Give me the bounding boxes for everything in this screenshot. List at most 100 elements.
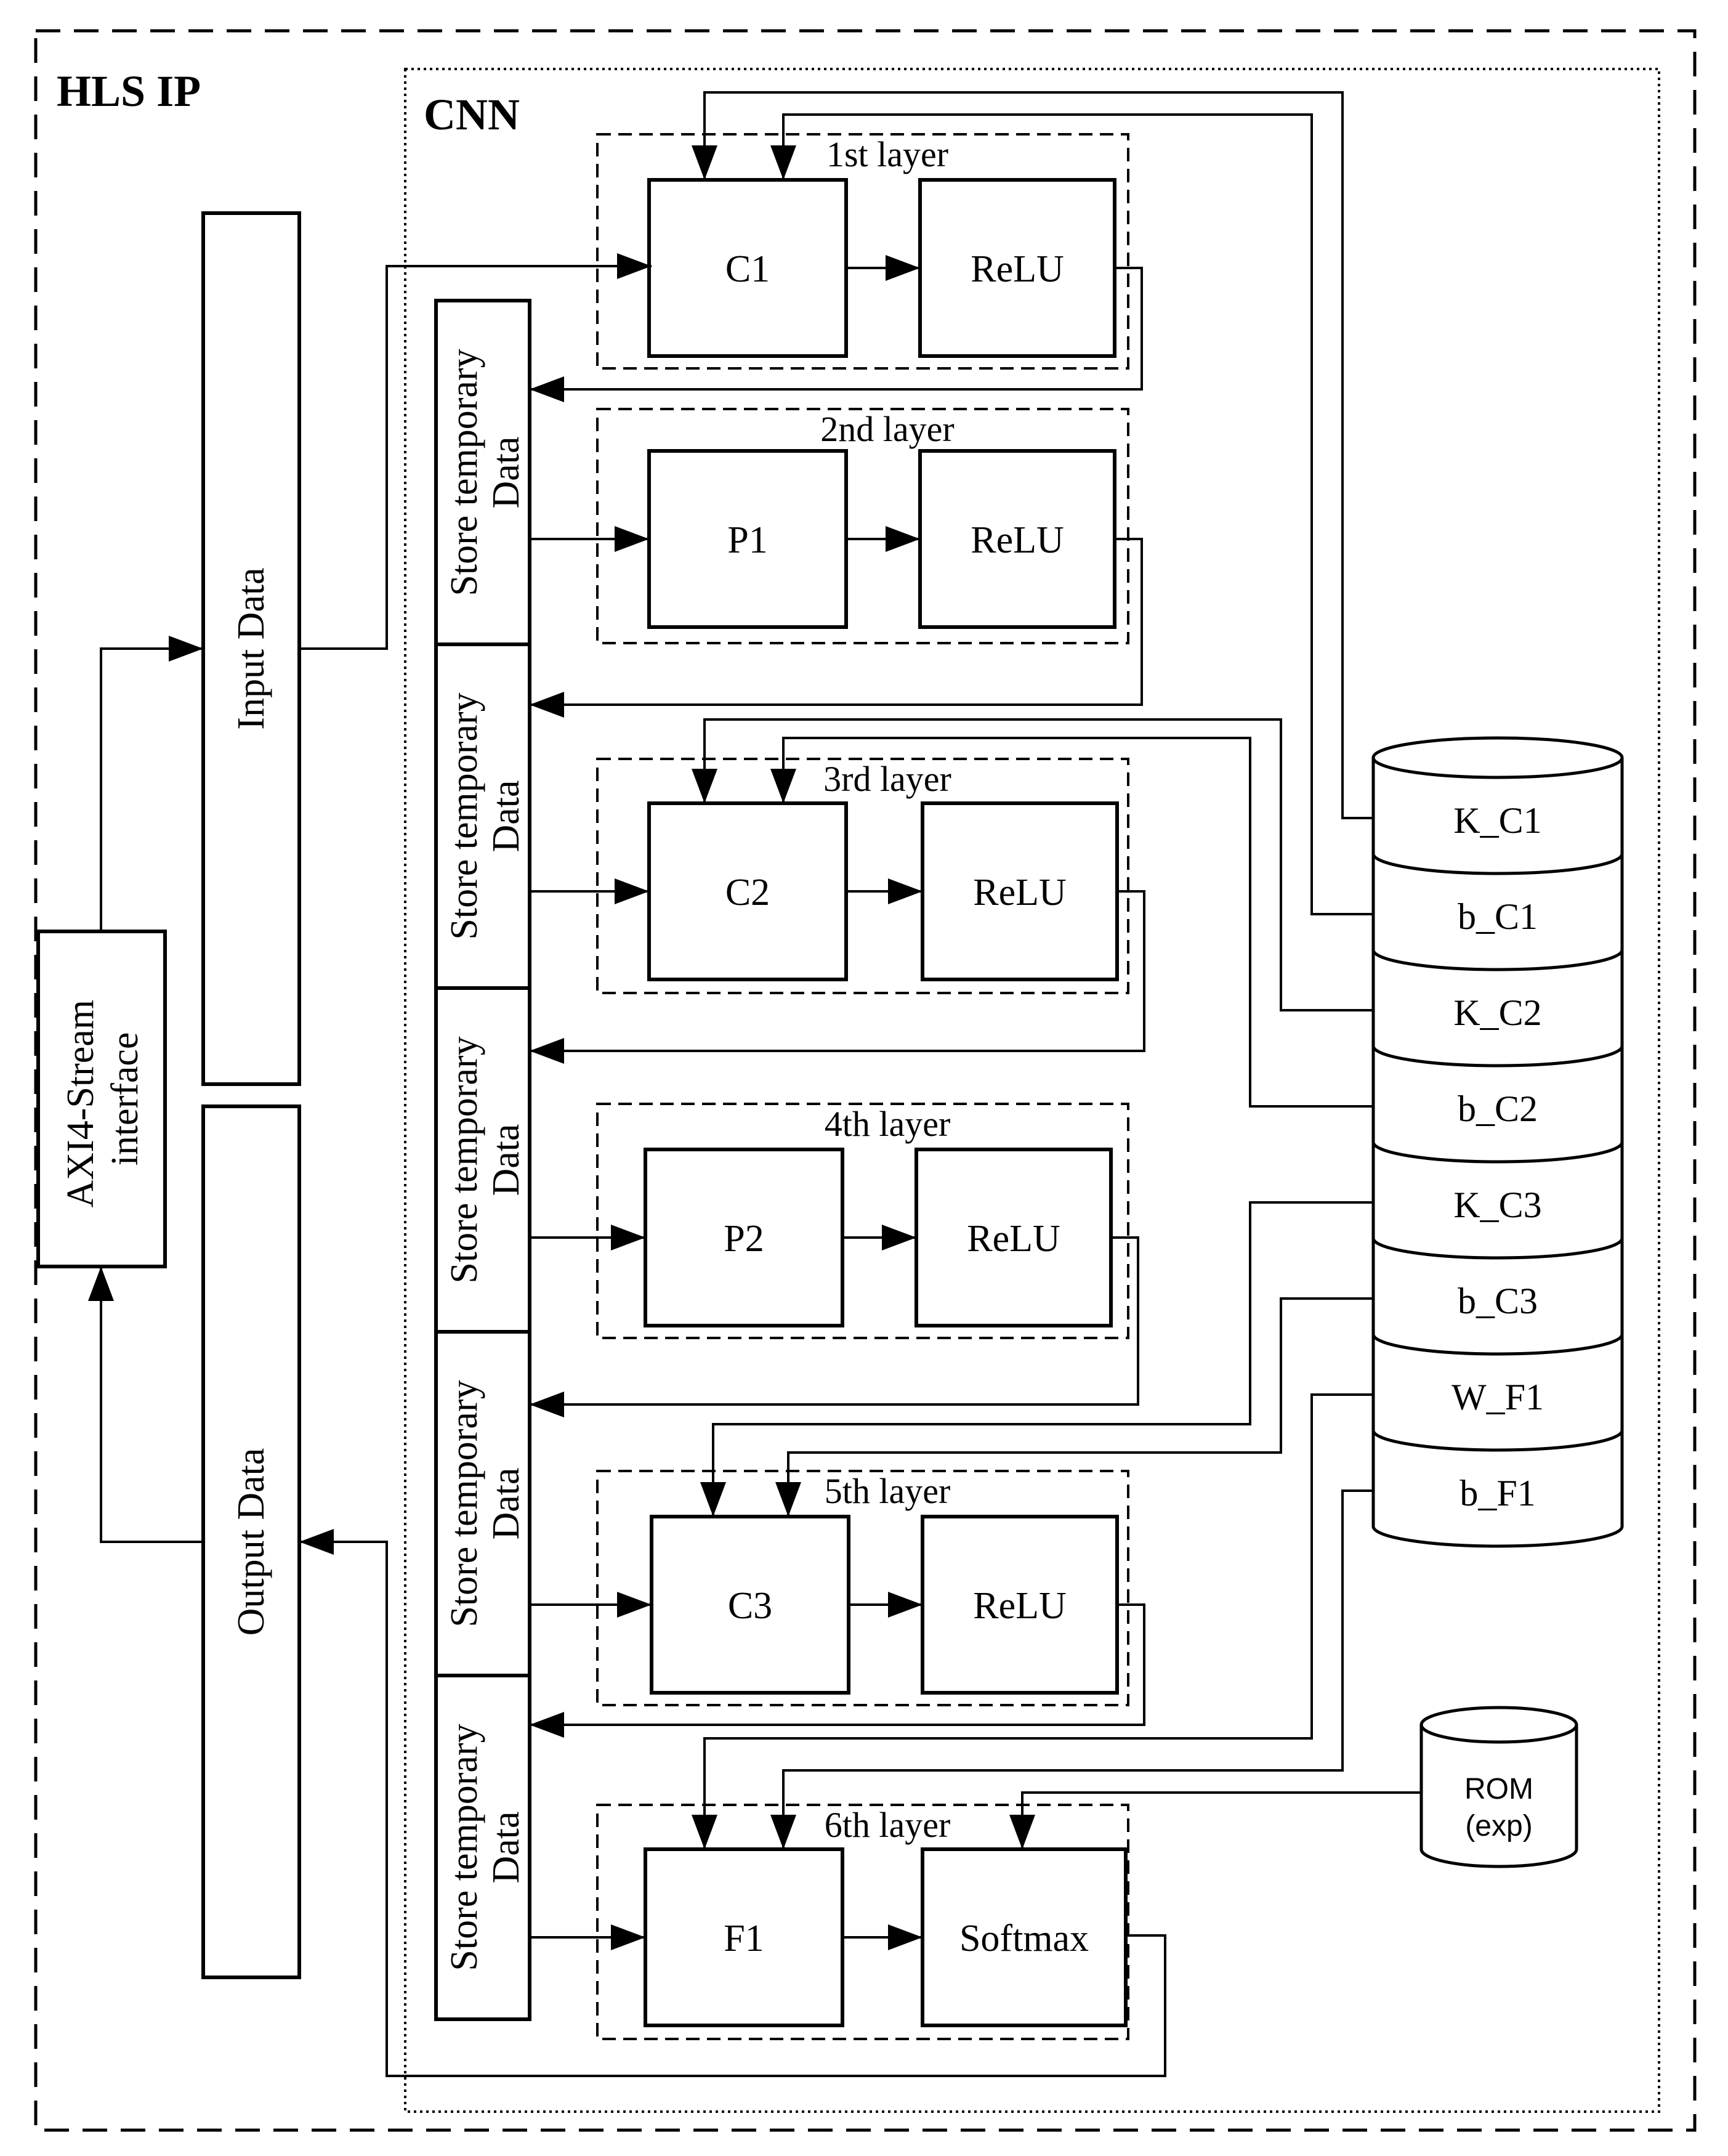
memory-segment-divider bbox=[1371, 1334, 1624, 1356]
axi-stream-interface bbox=[36, 930, 167, 1268]
op-block-c1 bbox=[647, 178, 848, 358]
layer-1-title: 1st layer bbox=[826, 134, 948, 174]
layer-5-boundary bbox=[596, 1470, 1129, 1706]
store-label-line2: Data bbox=[485, 780, 527, 852]
memory-w-f1: W_F1 bbox=[1451, 1377, 1544, 1417]
activation-to-store-wire bbox=[530, 538, 1143, 718]
activation-label-2: ReLU bbox=[971, 519, 1064, 561]
output-data-label: Output Data bbox=[230, 1448, 272, 1636]
memory-b-c1: b_C1 bbox=[1458, 896, 1538, 937]
activation-to-store-wire bbox=[530, 267, 1143, 402]
parameter-memory: K_C1b_C1K_C2b_C2K_C3b_C3W_F1b_F1 bbox=[1371, 736, 1624, 1548]
op-label-c2: C2 bbox=[725, 872, 770, 914]
op-label-f1: F1 bbox=[724, 1918, 764, 1959]
store-label-line1: Store temporary bbox=[443, 692, 485, 939]
b-c1-wire bbox=[770, 113, 1373, 915]
rom-label-line1: ROM bbox=[1464, 1773, 1533, 1805]
rom-exp-memory: ROM (exp) bbox=[1419, 1706, 1578, 1868]
op-label-c3: C3 bbox=[728, 1585, 772, 1627]
store-label-line1: Store temporary bbox=[443, 1724, 485, 1971]
layer-3-boundary bbox=[596, 758, 1129, 994]
op-label-p2: P2 bbox=[724, 1218, 764, 1260]
op-block-p2 bbox=[644, 1148, 844, 1327]
op-label-c1: C1 bbox=[725, 248, 770, 290]
rom-cylinder-body bbox=[1419, 1725, 1578, 1868]
output-to-axi-arrow bbox=[88, 1266, 203, 1543]
axi-to-input-arrow bbox=[100, 636, 203, 931]
k-c3-wire bbox=[700, 1201, 1373, 1517]
layer-2-boundary bbox=[596, 408, 1129, 644]
activation-to-store-wire bbox=[530, 890, 1145, 1064]
hls-ip-title: HLS IP bbox=[57, 67, 201, 116]
store-label-line2: Data bbox=[485, 436, 527, 508]
activation-block-1 bbox=[918, 178, 1116, 358]
store-temporary-data-label: Store temporaryData bbox=[443, 692, 527, 939]
op-block-c2 bbox=[647, 801, 848, 981]
store-temporary-data-block bbox=[434, 1330, 531, 1677]
memory-segment-divider bbox=[1371, 853, 1624, 875]
store-temporary-data-label: Store temporaryData bbox=[443, 1724, 527, 1971]
store-temporary-data-block bbox=[434, 1674, 531, 2021]
layer-5-title: 5th layer bbox=[825, 1471, 951, 1511]
activation-label-1: ReLU bbox=[971, 248, 1064, 290]
memory-segment-divider bbox=[1371, 1045, 1624, 1068]
input-to-c1-wire bbox=[299, 253, 652, 650]
op-block-c3 bbox=[650, 1515, 850, 1695]
rom-label-line2: (exp) bbox=[1465, 1810, 1532, 1842]
store-label-line1: Store temporary bbox=[443, 1380, 485, 1627]
memory-b-f1: b_F1 bbox=[1460, 1473, 1535, 1514]
memory-segment-divider bbox=[1371, 1141, 1624, 1164]
cnn-boundary bbox=[404, 68, 1660, 2113]
b-f1-wire bbox=[770, 1489, 1373, 1849]
store-label-line2: Data bbox=[485, 1811, 527, 1883]
b-c2-wire bbox=[770, 737, 1373, 1108]
activation-block-4 bbox=[914, 1148, 1113, 1327]
activation-block-2 bbox=[918, 449, 1116, 629]
b-c3-wire bbox=[775, 1297, 1373, 1517]
memory-k-c1: K_C1 bbox=[1453, 800, 1541, 841]
activation-label-3: ReLU bbox=[973, 872, 1067, 914]
op-label-p1: P1 bbox=[727, 519, 767, 561]
store-label-line1: Store temporary bbox=[443, 349, 485, 596]
memory-k-c2: K_C2 bbox=[1453, 992, 1541, 1033]
memory-segment-divider bbox=[1371, 949, 1624, 971]
axi-label: AXI4-Stream interface bbox=[60, 991, 146, 1208]
axi-label-line1: AXI4-Stream bbox=[60, 1000, 102, 1207]
store-temporary-data-label: Store temporaryData bbox=[443, 349, 527, 596]
k-c2-wire bbox=[692, 718, 1373, 1011]
layer-4-boundary bbox=[596, 1103, 1129, 1339]
activation-label-6: Softmax bbox=[959, 1918, 1089, 1959]
store-temporary-data-label: Store temporaryData bbox=[443, 1036, 527, 1283]
k-c1-wire bbox=[692, 91, 1373, 819]
rom-cylinder-top bbox=[1419, 1706, 1578, 1744]
layer-1-boundary bbox=[596, 133, 1129, 370]
axi-label-line2: interface bbox=[104, 1032, 146, 1166]
activation-label-4: ReLU bbox=[967, 1218, 1060, 1260]
layer-6-boundary bbox=[596, 1804, 1129, 2040]
op-block-p1 bbox=[647, 449, 848, 629]
cnn-title: CNN bbox=[424, 90, 520, 139]
output-data-block bbox=[201, 1104, 301, 1979]
layer-3-title: 3rd layer bbox=[823, 759, 951, 799]
memory-cylinder-top bbox=[1371, 736, 1624, 779]
w-f1-wire bbox=[692, 1393, 1373, 1849]
input-data-label: Input Data bbox=[230, 567, 272, 729]
memory-cylinder-body bbox=[1371, 758, 1624, 1548]
memory-segment-divider bbox=[1371, 1430, 1624, 1452]
memory-segment-divider bbox=[1371, 1238, 1624, 1260]
store-temporary-data-label: Store temporaryData bbox=[443, 1380, 527, 1627]
layer-2-title: 2nd layer bbox=[820, 409, 954, 449]
activation-to-store-wire bbox=[530, 1603, 1145, 1738]
memory-k-c3: K_C3 bbox=[1453, 1185, 1541, 1225]
input-data-block bbox=[201, 211, 301, 1086]
rom-to-softmax-wire bbox=[1009, 1791, 1421, 1849]
activation-label-5: ReLU bbox=[973, 1585, 1067, 1627]
memory-b-c3: b_C3 bbox=[1458, 1281, 1538, 1321]
hls-ip-boundary bbox=[34, 29, 1697, 2132]
store-label-line2: Data bbox=[485, 1124, 527, 1196]
store-label-line1: Store temporary bbox=[443, 1036, 485, 1283]
op-block-f1 bbox=[644, 1847, 844, 2027]
